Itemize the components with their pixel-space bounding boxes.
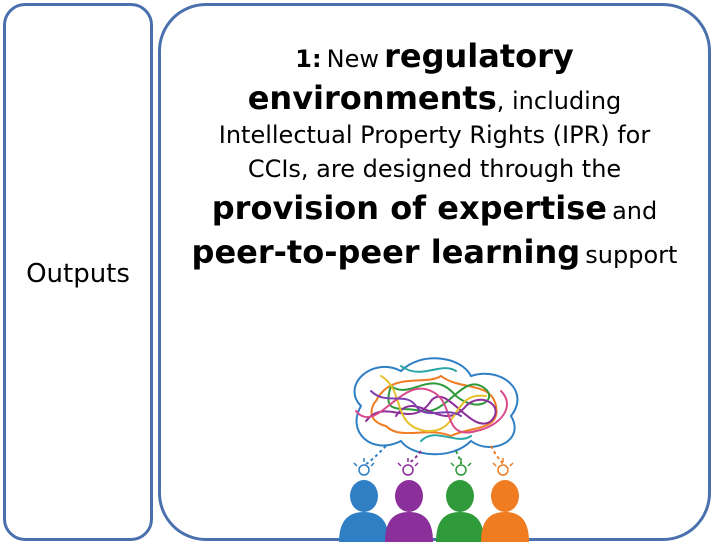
headline-line-2: environments, including xyxy=(181,78,688,118)
headline-line-5: provision of expertise and xyxy=(181,186,688,230)
output-description-panel: 1: New regulatory environments, includin… xyxy=(158,3,711,542)
text-support: support xyxy=(585,241,678,269)
outputs-panel: Outputs xyxy=(3,3,153,541)
person-purple-icon xyxy=(385,480,433,542)
person-orange-icon xyxy=(481,480,529,542)
person-green-icon xyxy=(436,480,484,542)
headline-line-4: CCIs, are designed through the xyxy=(247,155,622,183)
text-including: , including xyxy=(496,87,622,115)
headline-line-1: 1: New regulatory xyxy=(181,34,688,78)
collaboration-illustration xyxy=(339,357,529,542)
keyword-environments: environments xyxy=(247,79,497,117)
text-and: and xyxy=(612,197,658,225)
output-number: 1: xyxy=(295,45,322,73)
keyword-peer-learning: peer-to-peer learning xyxy=(191,233,581,271)
headline-line-6: peer-to-peer learning support xyxy=(181,230,688,274)
word-new: New xyxy=(326,45,379,73)
person-blue-icon xyxy=(339,480,389,542)
outputs-label: Outputs xyxy=(26,259,130,289)
headline-line-3: Intellectual Property Rights (IPR) for xyxy=(218,121,651,149)
keyword-provision: provision of expertise xyxy=(211,189,607,227)
output-headline: 1: New regulatory environments, includin… xyxy=(181,34,688,274)
lightbulb-icons xyxy=(353,458,514,476)
people-icons xyxy=(339,480,529,542)
thought-cloud-icon xyxy=(353,357,519,456)
keyword-regulatory: regulatory xyxy=(384,37,574,75)
